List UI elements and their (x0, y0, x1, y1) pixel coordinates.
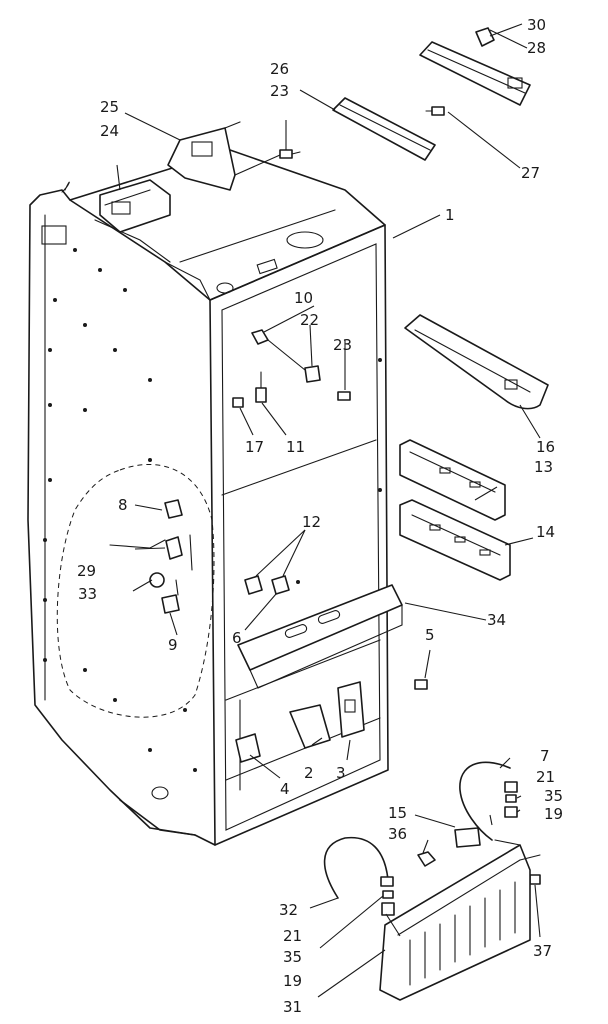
label-part-31: 31 (283, 998, 302, 1016)
part-labels: 1 2 3 4 5 6 7 8 9 10 11 12 13 14 15 16 1… (77, 16, 563, 1016)
part-14-shelf-support (399, 499, 511, 581)
part-12-clips (244, 575, 300, 595)
part-35-ring-right (505, 794, 517, 803)
label-part-13: 13 (534, 458, 553, 476)
part-4-block (235, 733, 261, 763)
part-32-tube (323, 836, 389, 899)
part-3-switch (337, 681, 365, 738)
label-part-27: 27 (521, 164, 540, 182)
label-part-23-inner: 23 (333, 336, 352, 354)
label-part-19-right: 19 (544, 805, 563, 823)
label-part-29: 29 (77, 562, 96, 580)
label-part-15: 15 (388, 804, 407, 822)
part-16-shelf-rail (404, 314, 549, 410)
label-part-22: 22 (300, 311, 319, 329)
cabinet-liner (27, 149, 389, 846)
label-part-32: 32 (279, 901, 298, 919)
part-9-switch (161, 594, 180, 614)
label-part-21-right: 21 (536, 768, 555, 786)
label-part-28: 28 (527, 39, 546, 57)
label-part-11: 11 (286, 438, 305, 456)
part-15-valve (454, 827, 481, 848)
part-25-bracket (167, 121, 281, 191)
part-23-screw-inner (337, 391, 351, 401)
part-26-rail (332, 97, 436, 161)
part-35-ring-left (382, 890, 394, 899)
label-part-37: 37 (533, 942, 552, 960)
label-part-35-left: 35 (283, 948, 302, 966)
label-part-16: 16 (536, 438, 555, 456)
part-37-screw (529, 874, 541, 885)
label-part-19-left: 19 (283, 972, 302, 990)
part-8-socket (164, 499, 183, 519)
part-21-nut-right (504, 781, 518, 793)
part-19-fitting-right (504, 806, 518, 818)
label-part-33: 33 (78, 585, 97, 603)
label-part-12: 12 (302, 513, 321, 531)
part-34-deflector (237, 584, 403, 689)
label-part-35-right: 35 (544, 787, 563, 805)
part-5-screw (414, 679, 428, 690)
part-36-nut (417, 851, 436, 867)
part-21-nut-left (380, 876, 394, 887)
part-2-bracket (289, 704, 331, 749)
part-31-water-reservoir (379, 839, 541, 1001)
label-part-17: 17 (245, 438, 264, 456)
label-part-25: 25 (100, 98, 119, 116)
label-part-21-left: 21 (283, 927, 302, 945)
label-part-14: 14 (536, 523, 555, 541)
label-part-30: 30 (527, 16, 546, 34)
part-28-bracket (419, 41, 531, 106)
label-part-10: 10 (294, 289, 313, 307)
label-part-1: 1 (445, 206, 455, 224)
label-part-24: 24 (100, 122, 119, 140)
part-11-screw (255, 371, 267, 403)
part-13-shelf-support (399, 439, 506, 521)
label-part-3: 3 (336, 764, 346, 782)
leader-lines (116, 23, 541, 998)
label-part-7: 7 (540, 747, 550, 765)
part-19-fitting-left (381, 902, 395, 916)
part-30-clip (475, 27, 495, 47)
part-22-clip (267, 339, 321, 383)
label-part-9: 9 (168, 636, 178, 654)
label-part-36: 36 (388, 825, 407, 843)
part-24-housing (61, 179, 171, 233)
part-17-screw (232, 397, 244, 408)
part-10-clip (251, 329, 269, 345)
part-7-tube (459, 761, 511, 841)
label-part-26: 26 (270, 60, 289, 78)
label-part-2: 2 (304, 764, 314, 782)
label-part-8: 8 (118, 496, 128, 514)
part-23-screw-top (279, 149, 301, 159)
part-33-bulb (149, 572, 165, 588)
label-part-6: 6 (232, 629, 242, 647)
label-part-5: 5 (425, 626, 435, 644)
label-part-23-top: 23 (270, 82, 289, 100)
part-29-socket (165, 536, 183, 560)
part-27-screw (425, 106, 445, 116)
label-part-4: 4 (280, 780, 290, 798)
label-part-34: 34 (487, 611, 506, 629)
